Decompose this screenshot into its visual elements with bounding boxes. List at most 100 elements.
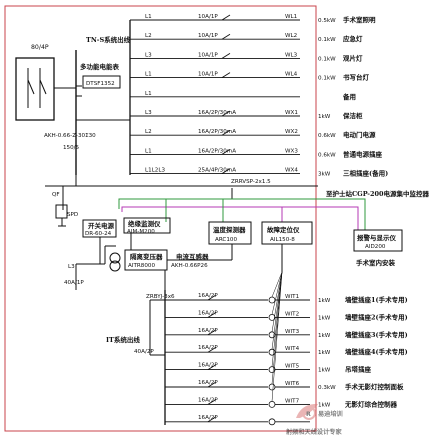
circuit-id: L2 <box>145 33 152 39</box>
circuit-id: L3 <box>145 52 152 58</box>
circuit-power: 1kW <box>318 114 331 120</box>
it-circuit-desc: 吊塔插座 <box>345 365 372 374</box>
it-breaker: 16A/2P <box>198 415 218 421</box>
it-breaker: 16A/2P <box>198 345 218 351</box>
it-circuit-code: WIT4 <box>285 346 300 352</box>
switch-power-l2: DR-60-24 <box>85 231 112 237</box>
it-circuit-power: 1kW <box>318 333 331 339</box>
it-circuit-power: 1kW <box>318 350 331 356</box>
circuit-id: L1 <box>145 148 152 154</box>
magenta-signal-wire <box>121 206 359 230</box>
watermark-brand: 易迪培训 <box>317 410 343 418</box>
circuit-breaker: 16A/2P/30mA <box>198 148 236 154</box>
circuit-desc: 手术室照明 <box>343 15 376 24</box>
it-main-breaker: 40A/2P <box>134 349 154 355</box>
insulation-monitor-l1: 绝缘监测仪 <box>128 219 161 228</box>
circuit-code: WL2 <box>285 33 297 39</box>
circuit-code: WL3 <box>285 52 298 58</box>
circuit-desc: 备用 <box>342 92 356 101</box>
l3-id: L3 <box>68 264 75 270</box>
meter-model: DTSF1352 <box>86 81 115 87</box>
ct2-l1: 电流互感器 <box>176 252 209 261</box>
it-circuit-power: 1kW <box>318 298 331 304</box>
circuit-breaker: 16A/2P/30mA <box>198 110 236 116</box>
it-circuit-power: 1kW <box>318 368 331 374</box>
circuit-desc: 观片灯 <box>343 53 363 62</box>
it-circuit-power: 1kW <box>318 402 331 408</box>
circuit-power: 0.5kW <box>318 18 336 24</box>
upper-circuit-row: L1 10A/1P WL1 0.5kW 手术室照明 <box>130 14 376 24</box>
spd-label: SPD <box>67 212 78 218</box>
cable-label: ZRRVSP-2x1.5 <box>231 179 271 185</box>
it-breaker: 16A/2P <box>198 363 218 369</box>
circuit-code: WL1 <box>285 14 298 20</box>
insulation-monitor-module <box>123 217 171 234</box>
circuit-breaker: 10A/1P <box>198 14 218 20</box>
isolation-transformer-l1: 隔离变压器 <box>130 252 163 261</box>
energy-meter <box>82 75 121 89</box>
circuit-power: 0.1kW <box>318 37 336 43</box>
it-breaker: 16A/2P <box>198 328 218 334</box>
it-circuit-row: 16A/2P <box>165 415 310 426</box>
fault-locator-module <box>261 221 313 245</box>
it-circuit-code: WIT2 <box>285 311 299 317</box>
circuit-id: L3 <box>145 110 152 116</box>
circuit-code: WX2 <box>285 129 298 135</box>
circuit-desc: 普通电源插座 <box>343 149 383 158</box>
circuit-id: L1 <box>145 91 152 97</box>
circuit-id: L2 <box>145 129 152 135</box>
alarm-display-module <box>353 229 403 252</box>
it-circuit-desc: 无影灯综合控制器 <box>344 399 398 408</box>
circuit-id: L1L2L3 <box>145 168 165 174</box>
circuit-desc: 电动门电源 <box>343 130 376 139</box>
it-circuit-desc: 墙壁插座3(手术专用) <box>345 330 408 339</box>
it-circuit-desc: 手术无影灯控制面板 <box>345 382 404 391</box>
circuit-breaker: 10A/1P <box>198 33 218 39</box>
upper-circuit-row: L1 备用 <box>130 91 356 101</box>
circuit-breaker: 10A/1P <box>198 72 218 78</box>
incoming-breaker-rating: 80/4P <box>31 44 49 51</box>
it-circuit-power: 0.3kW <box>318 385 336 391</box>
circuit-breaker: 25A/4P/30mA <box>198 168 236 174</box>
circuit-id: L1 <box>145 14 152 20</box>
circuit-desc: 书写台灯 <box>343 73 370 82</box>
circuit-desc: 保洁柜 <box>342 111 363 120</box>
it-cable-label: ZRBYJ-3x6 <box>146 294 175 300</box>
circuit-breaker: 10A/1P <box>198 52 218 58</box>
circuit-power: 0.6kW <box>318 133 336 139</box>
incoming-breaker-box <box>15 57 55 121</box>
it-breaker: 16A/2P <box>198 310 218 316</box>
upper-circuit-row: L1L2L3 25A/4P/30mA WX4 3kW 三相插座(备用) <box>130 168 388 178</box>
circuit-power: 3kW <box>318 172 331 178</box>
it-breaker: 16A/2P <box>198 397 218 403</box>
l3-rating: 40A/1P <box>64 280 84 286</box>
it-breaker: 16A/2P <box>198 380 218 386</box>
it-circuit-desc: 墙壁插座2(手术专用) <box>345 312 408 321</box>
circuit-id: L1 <box>145 72 152 78</box>
upper-circuit-row: L1 16A/2P/30mA WX3 0.6kW 普通电源插座 <box>130 148 383 158</box>
nurse-station-label: 至护士站CGP-200电源集中监控器 <box>326 189 430 198</box>
it-bus-label: IT系统出线 <box>106 335 140 344</box>
alarm-display-l2: AID200 <box>365 244 386 250</box>
circuit-power: 0.6kW <box>318 152 336 158</box>
temperature-sensor-l2: ARC100 <box>215 237 237 243</box>
meter-ct-model: AKH-0.66-Z-30Σ30 <box>44 133 96 139</box>
circuit-code: WX4 <box>285 168 298 174</box>
green-signal-wire <box>118 198 366 230</box>
circuit-desc: 三相插座(备用) <box>343 169 388 178</box>
circuit-power: 0.1kW <box>318 76 336 82</box>
watermark: R 易迪培训 射频和天线设计专家 <box>285 404 343 436</box>
circuit-code: WX1 <box>285 110 298 116</box>
circuit-code: WX3 <box>285 148 298 154</box>
insulation-monitor-l2: AIM-M200 <box>127 229 155 235</box>
watermark-logo-icon: R <box>296 404 318 420</box>
